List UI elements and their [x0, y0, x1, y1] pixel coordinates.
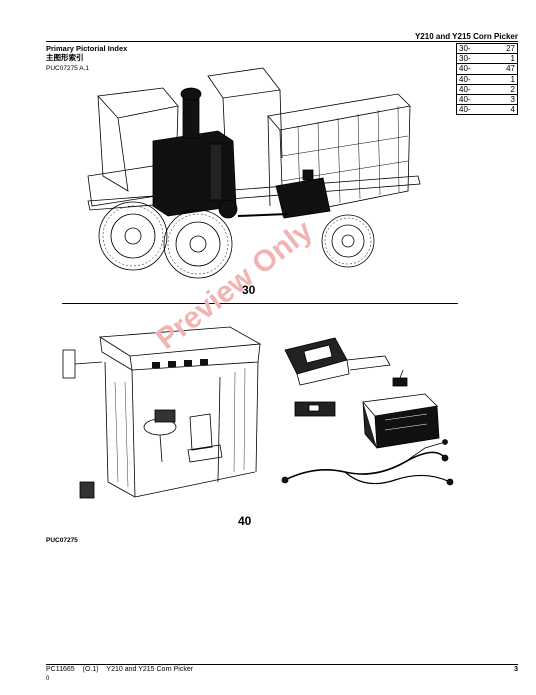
page-ref: 1	[487, 53, 518, 65]
page-ref-row[interactable]: 40-3	[456, 94, 518, 106]
section-ref: 40-	[456, 83, 487, 96]
page-number: 3	[514, 666, 518, 673]
footer-rule	[46, 664, 518, 665]
figure-label-40: 40	[238, 514, 252, 528]
page-ref-row[interactable]: 40-2	[456, 83, 518, 96]
footer-info: PC11665 (O.1) Y210 and Y215 Corn Picker	[46, 666, 199, 673]
page-ref: 3	[487, 94, 518, 106]
section-divider	[62, 303, 458, 304]
section-ref: 40-	[456, 104, 487, 116]
section-ref: 40-	[456, 73, 487, 85]
section-ref: 30-	[456, 42, 487, 55]
electrical-components-illustration[interactable]	[275, 330, 465, 505]
page-ref-row[interactable]: 40-1	[456, 73, 518, 85]
page-ref: 4	[487, 104, 518, 116]
section-ref: 30-	[456, 53, 487, 65]
figure-code-top: PUC07275 A.1	[46, 65, 90, 72]
page-ref-row[interactable]: 30-27	[456, 42, 518, 55]
header-title: Y210 and Y215 Corn Picker	[414, 32, 518, 41]
figure-label-30: 30	[242, 283, 256, 297]
section-ref: 40-	[456, 94, 487, 106]
index-subtitle: 主图形索引	[46, 53, 84, 62]
page-ref-row[interactable]: 40-47	[456, 63, 518, 75]
corn-picker-engine-illustration[interactable]	[58, 66, 438, 286]
page-ref-row[interactable]: 40-4	[456, 104, 518, 116]
header-rule	[46, 41, 518, 42]
footer-revision: (O.1)	[82, 666, 99, 673]
page-ref: 47	[487, 63, 518, 75]
cab-interior-illustration[interactable]	[60, 322, 275, 512]
page-ref: 2	[487, 83, 518, 96]
page-reference-table: 30-27 30-1 40-47 40-1 40-2 40-3 40-4	[456, 42, 518, 116]
page-ref-row[interactable]: 30-1	[456, 53, 518, 65]
footer-doc-id: PC11665	[46, 666, 75, 673]
index-title: Primary Pictorial Index	[46, 44, 128, 53]
figure-code-bottom: PUC07275	[46, 537, 78, 544]
section-ref: 40-	[456, 63, 487, 75]
page-ref: 27	[487, 42, 518, 55]
footer-title: Y210 and Y215 Corn Picker	[106, 666, 194, 673]
page-ref: 1	[487, 73, 518, 85]
footer-sub: 0	[46, 676, 50, 682]
